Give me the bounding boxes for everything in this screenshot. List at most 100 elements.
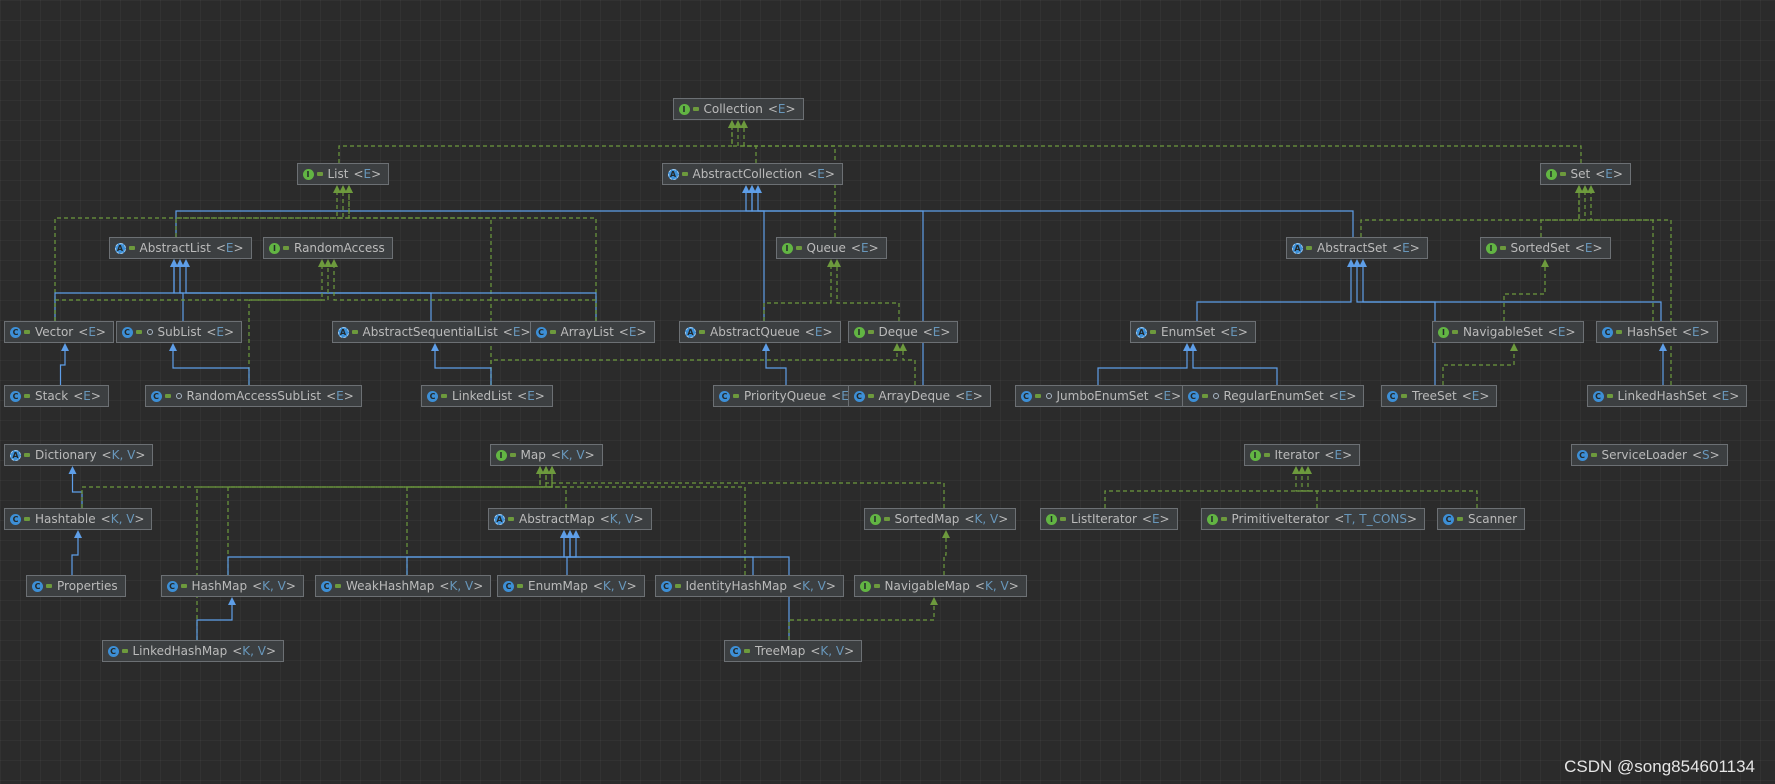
edge-arrowhead (1292, 466, 1300, 474)
abstract-class-icon: A (114, 242, 126, 254)
type-parameter-list: E (1334, 448, 1343, 462)
type-parameter-list: K, V (262, 579, 286, 593)
type-parameter-list: E (1338, 389, 1347, 403)
type-parameters: <K, V> (810, 644, 855, 658)
type-parameter-list: E (216, 325, 224, 339)
visibility-lock-icon (795, 246, 802, 250)
visibility-lock-icon (1457, 517, 1463, 521)
visibility-lock-icon (24, 394, 30, 398)
type-parameter-list: E (965, 389, 973, 403)
type-parameter-list: E (814, 325, 823, 339)
edge-arrowhead (728, 120, 736, 128)
class-name: Deque (878, 325, 918, 339)
type-parameters: <E> (1595, 167, 1623, 181)
edge-arrowhead (68, 466, 77, 474)
class-icon: C (1443, 513, 1454, 525)
type-parameters: <E> (807, 167, 835, 181)
class-icon: C (32, 580, 43, 592)
type-parameter-list: K, V (820, 644, 845, 658)
visibility-lock-icon (24, 330, 30, 334)
visibility-lock-icon (1034, 394, 1041, 398)
implements-edge (333, 266, 597, 321)
class-name: Set (1570, 167, 1591, 181)
type-parameters: <E> (1220, 325, 1248, 339)
extends-edge (175, 192, 753, 237)
implements-edge (1104, 473, 1309, 508)
implements-edge (1295, 473, 1318, 508)
interface-icon: I (853, 326, 865, 338)
package-private-icon (146, 329, 153, 335)
visibility-lock-icon (1150, 330, 1156, 334)
type-parameter-list: E (1151, 512, 1160, 526)
package-private-icon (175, 393, 182, 399)
class-name: List (327, 167, 349, 181)
type-parameter-list: E (225, 241, 234, 255)
visibility-lock-icon (128, 246, 135, 250)
edge-arrowhead (431, 343, 439, 351)
class-name: AbstractQueue (710, 325, 800, 339)
implements-edge (743, 127, 1582, 163)
class-name: PrimitiveIterator (1231, 512, 1330, 526)
type-parameter-list: E (1230, 325, 1238, 339)
type-parameter-list: K, V (449, 579, 474, 593)
type-parameters: <E> (78, 325, 106, 339)
class-name: ArrayDeque (878, 389, 951, 403)
type-parameters: <S> (1691, 448, 1720, 462)
extends-edge (59, 350, 66, 385)
type-parameter-list: E (1402, 241, 1410, 255)
class-icon: C (1592, 390, 1604, 402)
watermark: CSDN @song854601134 (1564, 757, 1755, 776)
implements-edge (196, 473, 553, 640)
visibility-lock-icon (681, 172, 688, 176)
type-parameter-list: E (817, 167, 825, 181)
type-parameters: <K, V> (592, 579, 637, 593)
class-name: ArrayList (560, 325, 614, 339)
edge-arrowhead (74, 530, 82, 538)
